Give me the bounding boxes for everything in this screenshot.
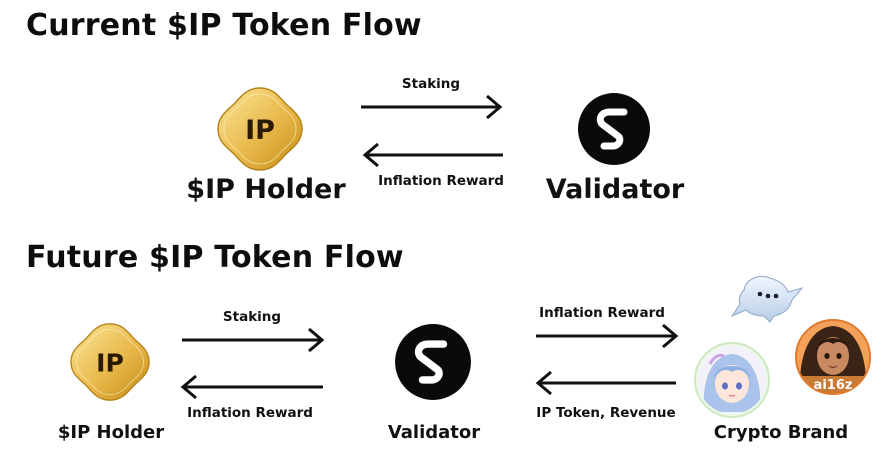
future-flow-title: Future $IP Token Flow — [26, 240, 404, 275]
current-validator-label: Validator — [545, 174, 685, 205]
crypto-brand-label: Crypto Brand — [713, 422, 849, 443]
current-staking-arrow — [361, 94, 503, 120]
current-holder-label: $IP Holder — [186, 174, 346, 205]
future-holder-label: $IP Holder — [57, 422, 165, 443]
current-staking-label: Staking — [401, 76, 461, 92]
brand-reward-arrow — [536, 323, 679, 349]
ai16z-avatar-text: ai16z — [814, 378, 853, 393]
current-flow-title: Current $IP Token Flow — [26, 8, 422, 43]
ip-token-text: IP — [245, 115, 275, 146]
brand-return-arrow — [535, 370, 676, 396]
future-reward-arrow — [180, 374, 323, 400]
ghost-mascot-icon — [730, 276, 804, 323]
brand-avatar-ai16z-icon: ai16z — [795, 319, 871, 395]
current-reward-arrow — [362, 142, 503, 168]
future-reward-label: Inflation Reward — [187, 405, 313, 421]
future-validator-label: Validator — [387, 422, 481, 443]
future-staking-label: Staking — [222, 309, 282, 325]
ip-token-text: IP — [96, 348, 124, 377]
ip-token-icon: IP — [217, 87, 303, 171]
current-reward-label: Inflation Reward — [378, 173, 504, 189]
validator-logo-icon — [578, 93, 650, 165]
brand-return-label: IP Token, Revenue — [536, 405, 676, 421]
brand-reward-label: Inflation Reward — [539, 305, 665, 321]
validator-logo-icon — [395, 324, 471, 400]
future-staking-arrow — [182, 327, 325, 353]
brand-avatar-anime-icon — [694, 342, 770, 418]
ip-token-icon: IP — [70, 323, 150, 401]
